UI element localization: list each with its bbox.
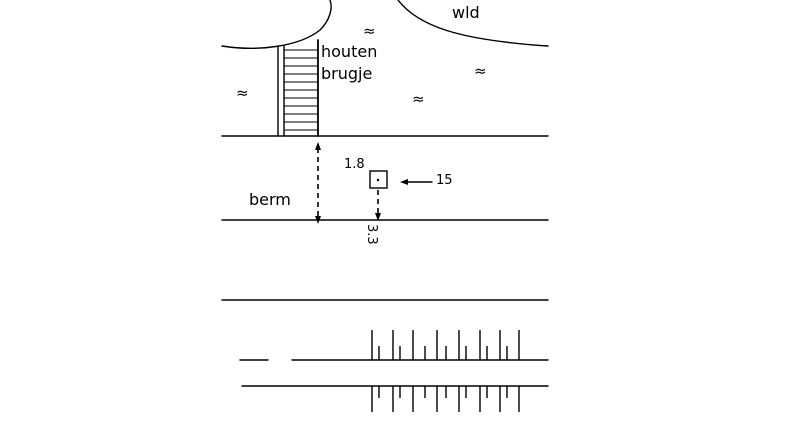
find-location-marker: [369, 170, 388, 189]
water-mark-4: ≈: [412, 90, 425, 108]
bridge-label-line2: brugje: [321, 64, 372, 83]
distance-side-arrow: [400, 179, 408, 185]
bridge-label-line1: houten: [321, 42, 377, 61]
distance-bottom-label: 3.3: [364, 224, 379, 245]
verge-label: berm: [249, 190, 291, 209]
find-location-dot: [376, 178, 380, 182]
distance-side-label: 15: [436, 173, 453, 188]
tree-canopy-left: [221, 0, 332, 49]
forest-label: wld: [452, 3, 480, 22]
bridge-distance-arrow-up: [315, 142, 321, 150]
water-mark-3: ≈: [236, 84, 249, 102]
lower-fence-posts: [371, 386, 520, 412]
water-mark-1: ≈: [363, 22, 376, 40]
forest-edge-right: [397, 0, 549, 47]
wooden-bridge: [277, 39, 319, 137]
upper-fence-posts: [371, 330, 520, 360]
water-mark-2: ≈: [474, 62, 487, 80]
marker-distance-arrow: [375, 213, 381, 221]
distance-top-label: 1.8: [344, 157, 365, 172]
